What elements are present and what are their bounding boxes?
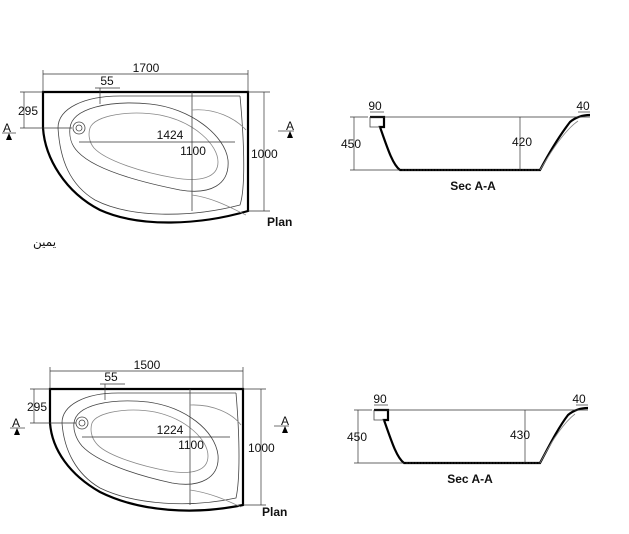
- tub-basin-inner-bottom: [90, 409, 209, 473]
- section-marker-right: A: [278, 119, 294, 138]
- tub-basin-top: [69, 102, 229, 192]
- dim-depth: 420: [512, 135, 532, 149]
- dim-rim: 55: [100, 74, 114, 88]
- section-marker-left: A: [2, 121, 16, 140]
- side-label: يمين: [33, 235, 56, 250]
- dim-rim: 55: [104, 370, 118, 384]
- section-top: 90 40 450 420 Sec A-A: [341, 99, 591, 193]
- dim-width: 1000: [248, 441, 275, 455]
- dim-width: 1000: [251, 147, 278, 161]
- dim-inner-length: 1424: [157, 128, 184, 142]
- tub-outline-bottom: [48, 387, 245, 512]
- dim-height: 450: [347, 430, 367, 444]
- section-bottom: 90 40 450 430 Sec A-A: [347, 392, 589, 486]
- svg-text:A: A: [281, 414, 289, 428]
- dim-inner-length: 1224: [157, 423, 184, 437]
- dim-inner-width: 1100: [180, 144, 206, 158]
- plan-label: Plan: [262, 505, 287, 519]
- drain-icon: [75, 416, 89, 430]
- dim-height: 450: [341, 137, 361, 151]
- svg-text:A: A: [3, 121, 11, 135]
- svg-text:A: A: [286, 119, 294, 133]
- dim-length: 1500: [134, 358, 161, 372]
- plan-top: 1700 55 295 1424 1100 1000 Plan A A: [2, 61, 294, 229]
- tub-basin-bottom: [73, 400, 219, 485]
- dim-rim-right: 40: [572, 392, 586, 406]
- dim-rim-left: 90: [368, 99, 382, 113]
- plan-bottom: 1500 55 295 1224 1100 1000 Plan A A: [10, 358, 289, 519]
- tub-basin-inner-top: [88, 112, 219, 180]
- plan-label: Plan: [267, 215, 292, 229]
- section-label: Sec A-A: [447, 472, 493, 486]
- svg-text:A: A: [12, 416, 20, 430]
- tub-outline-top: [41, 90, 250, 224]
- tub-inner-rim-bottom: [61, 392, 240, 505]
- dim-rim-left: 90: [373, 392, 387, 406]
- dim-inner-width: 1100: [178, 438, 204, 452]
- drain-icon: [72, 121, 86, 135]
- dim-offset: 295: [18, 104, 38, 118]
- dim-length: 1700: [133, 61, 160, 75]
- dim-offset: 295: [27, 400, 47, 414]
- section-marker-left: A: [10, 416, 25, 435]
- section-marker-right: A: [274, 414, 289, 433]
- dim-rim-right: 40: [576, 99, 590, 113]
- section-profile-top: [370, 113, 591, 172]
- tub-inner-rim-top: [57, 95, 245, 215]
- dim-depth: 430: [510, 428, 530, 442]
- section-label: Sec A-A: [450, 179, 496, 193]
